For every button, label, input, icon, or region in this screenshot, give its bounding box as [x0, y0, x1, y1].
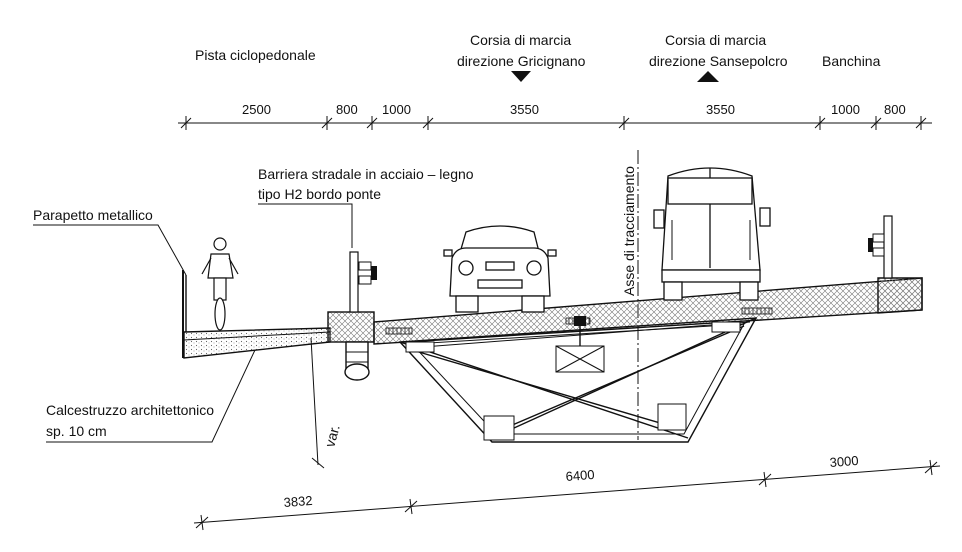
- var-label: var.: [321, 423, 342, 449]
- cycle-path-label: Pista ciclopedonale: [195, 47, 316, 63]
- dim-top-3550-right: 3550: [706, 102, 735, 117]
- dim-top-1000-left: 1000: [382, 102, 411, 117]
- dim-bottom-3000: 3000: [829, 453, 859, 470]
- cyclist-icon: [201, 237, 239, 331]
- lane-right-label-line2: direzione Sansepolcro: [649, 53, 788, 69]
- shoulder-label: Banchina: [822, 53, 881, 69]
- lane-left-label-line1: Corsia di marcia: [470, 32, 571, 48]
- barrier-leader-line: [258, 203, 353, 248]
- dim-top-3550-left: 3550: [510, 102, 539, 117]
- barrier-label-line1: Barriera stradale in acciaio – legno: [258, 166, 474, 182]
- right-barrier: [868, 215, 893, 279]
- dim-top-2500: 2500: [242, 102, 271, 117]
- top-dimension-line: 2500 800 1000 3550 3550 1000 800: [178, 102, 932, 130]
- concrete-leader-line: [46, 349, 256, 443]
- bridge-deck: [182, 270, 923, 359]
- lane-right-label-line1: Corsia di marcia: [665, 32, 766, 48]
- barrier-label-line2: tipo H2 bordo ponte: [258, 186, 381, 202]
- concrete-label-line2: sp. 10 cm: [46, 423, 107, 439]
- direction-arrow-up-icon: [697, 71, 719, 82]
- bottom-dimension-line: 3832 6400 3000: [193, 453, 941, 531]
- steel-truss: [398, 316, 758, 443]
- left-barrier: [349, 251, 377, 313]
- direction-arrow-down-icon: [511, 71, 531, 82]
- car-icon: [443, 225, 557, 313]
- dim-top-1000-right: 1000: [831, 102, 860, 117]
- concrete-label-line1: Calcestruzzo architettonico: [46, 402, 214, 418]
- parapet-leader-line: [33, 224, 187, 276]
- lane-left-label-line2: direzione Gricignano: [457, 53, 586, 69]
- var-dimension: var.: [310, 337, 343, 469]
- parapet-label: Parapetto metallico: [33, 207, 153, 223]
- drain-pipe: [344, 341, 370, 381]
- van-icon: [653, 167, 771, 301]
- dim-bottom-6400: 6400: [565, 467, 595, 484]
- dim-top-800-right: 800: [884, 102, 906, 117]
- dim-bottom-3832: 3832: [283, 493, 313, 510]
- dim-top-800-left: 800: [336, 102, 358, 117]
- axis-label: Asse di tracciamento: [621, 166, 637, 296]
